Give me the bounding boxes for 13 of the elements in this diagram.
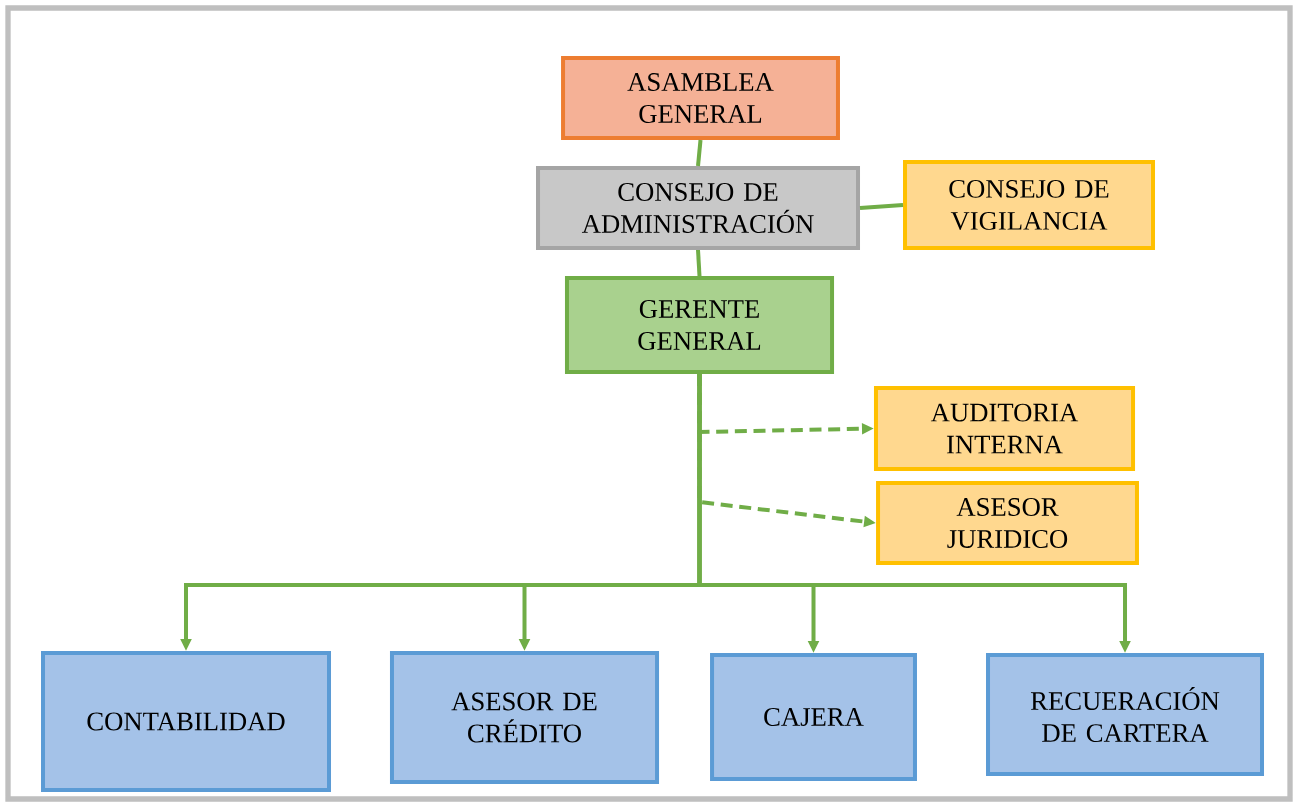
connector: [696, 249, 702, 277]
org-box: AUDITORIA INTERNA: [874, 385, 1136, 472]
org-box: RECUERACIÓN DE CARTERA: [986, 653, 1264, 776]
org-box: ASAMBLEA GENERAL: [561, 56, 840, 140]
org-box: ASESOR JURIDICO: [876, 481, 1139, 565]
org-box: GERENTE GENERAL: [565, 276, 835, 374]
org-box: CONSEJO DE ADMINISTRACIÓN: [536, 166, 860, 250]
org-box: CONTABILIDAD: [41, 650, 331, 793]
org-box: CONSEJO DE VIGILANCIA: [903, 160, 1155, 250]
org-box: CAJERA: [710, 653, 917, 781]
org-box: ASESOR DE CRÉDITO: [389, 650, 660, 785]
connector: [696, 139, 703, 167]
connector: [859, 203, 904, 210]
